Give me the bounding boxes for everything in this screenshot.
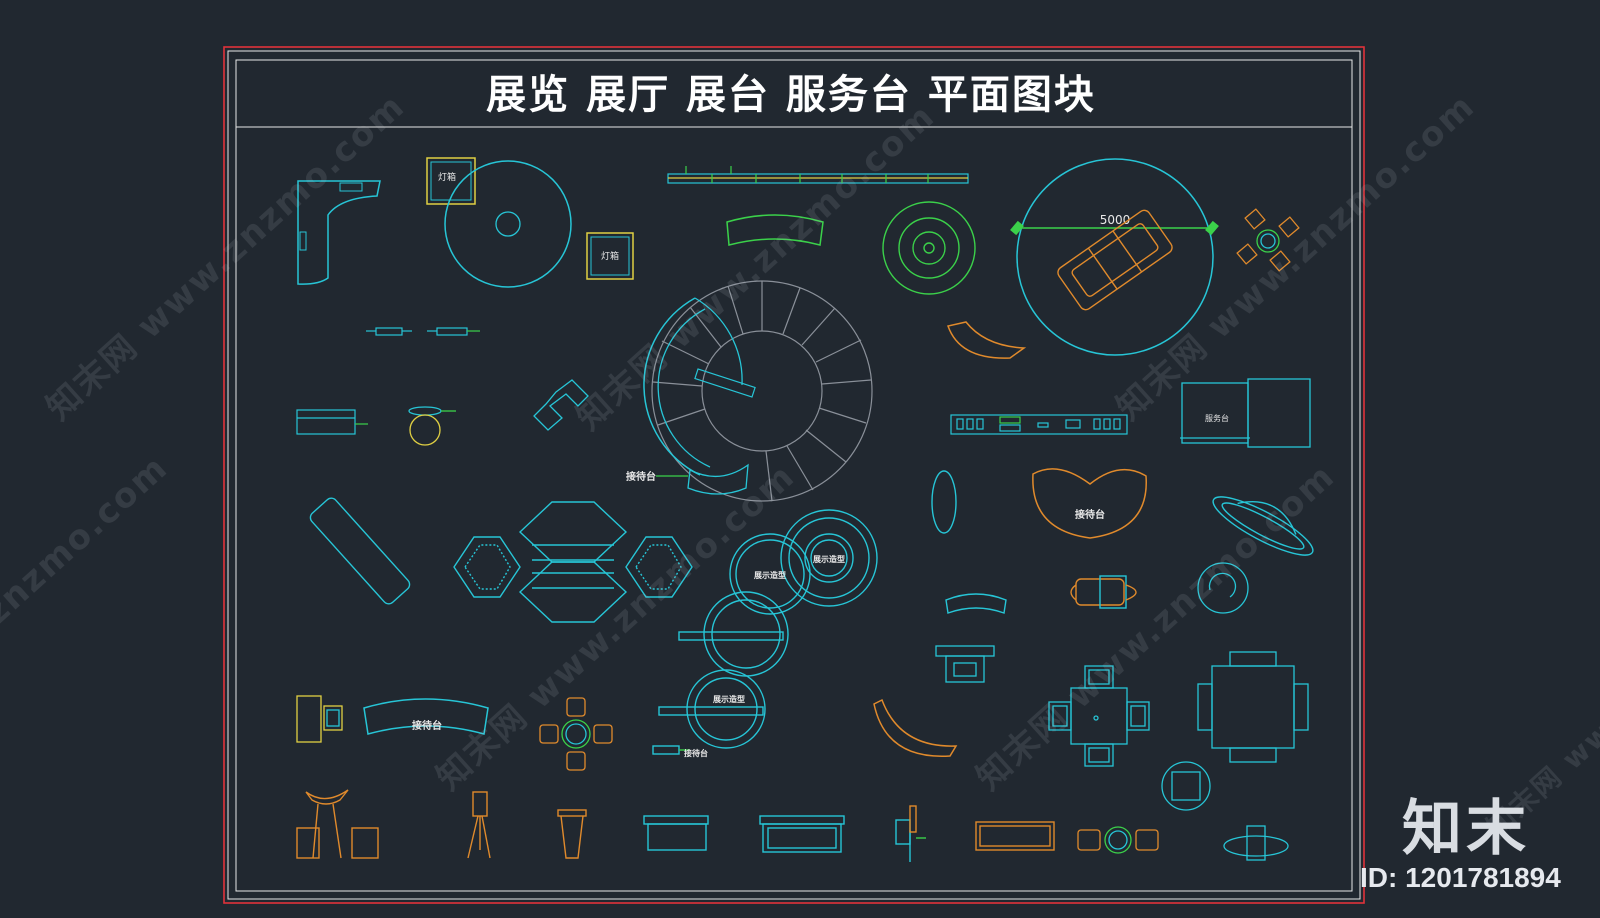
dimension-tick-left [1010,220,1024,236]
l-shaped-counter [297,180,381,285]
light-box-1-inner [430,161,472,201]
display-1-label: 展示造型 [753,570,786,580]
pedestal-stand [557,809,587,859]
light-box-2-label: 灯箱 [601,250,619,262]
square-table-set-2 [1197,651,1309,763]
orange-reception-desk [1032,468,1147,539]
reception-1-label: 接待台 [626,470,656,483]
display-circle-cluster [652,509,878,755]
light-box-1 [426,157,476,205]
image-id-label: ID: 1201781894 [1360,862,1561,893]
curved-green-bench [726,214,824,246]
reception-desk-plan [296,409,368,435]
cross-shaped-display [533,379,589,431]
orange-sofa-set [1070,575,1137,609]
round-table-small [1161,761,1211,811]
small-fixtures [366,327,480,336]
display-strip [667,166,969,184]
light-box-1-label: 灯箱 [438,171,456,183]
curved-orange-seat [947,321,1027,359]
round-display-platform [882,201,976,295]
light-box-2-inner [590,236,630,276]
control-panel [950,414,1128,435]
round-dining-set [539,697,613,771]
dimension-label: 5000 [1100,213,1131,227]
curved-cyan-bench [945,593,1007,614]
bar-stool-elevation [296,789,379,859]
brand-logo: 知末 [1402,794,1530,864]
display-cabinet-1 [643,815,709,851]
round-table [444,160,572,288]
service-desk-label: 服务台 [1205,413,1229,423]
counter-detail-2 [299,231,307,251]
display-3-label: 展示造型 [712,694,745,704]
booth-sofa [1057,209,1173,311]
circular-booth [1016,158,1214,356]
orange-bench-elevation [975,821,1055,851]
boat-display-table [1212,496,1314,556]
service-desk-block [1180,378,1311,448]
reception-4-label: 接待台 [684,748,708,758]
oval-table [931,470,957,534]
hexagon-exhibit-structure [453,501,693,623]
inner-frame [235,59,1353,892]
orange-banana-seat [873,698,958,757]
outer-red-frame [223,46,1365,904]
sofa-with-round-table [1077,826,1159,854]
chair-with-table [296,695,343,743]
outer-white-frame [227,50,1361,900]
dimension-tick-right [1205,220,1219,236]
small-round-table [408,406,456,446]
display-cabinet-2 [759,815,845,853]
t-shaped-desk [935,645,995,683]
drawing-title: 展览 展厅 展台 服务台 平面图块 [486,72,1096,118]
kiosk-elevation [895,805,926,862]
reception-2-label: 接待台 [1075,508,1105,521]
circular-stair-platform [643,280,873,502]
dining-set-small [1236,208,1300,272]
round-table-center [495,211,521,237]
reception-3-label: 接待台 [412,719,442,732]
counter-detail [339,182,363,192]
curved-reception-desk [363,698,489,735]
round-stool [1197,562,1249,614]
square-table-set-1 [1048,665,1150,767]
easel-stand [467,791,491,859]
display-2-label: 展示造型 [812,554,845,564]
light-box-2 [586,232,634,280]
oval-desk-elevation [1223,825,1289,861]
slanted-counter [309,497,411,605]
